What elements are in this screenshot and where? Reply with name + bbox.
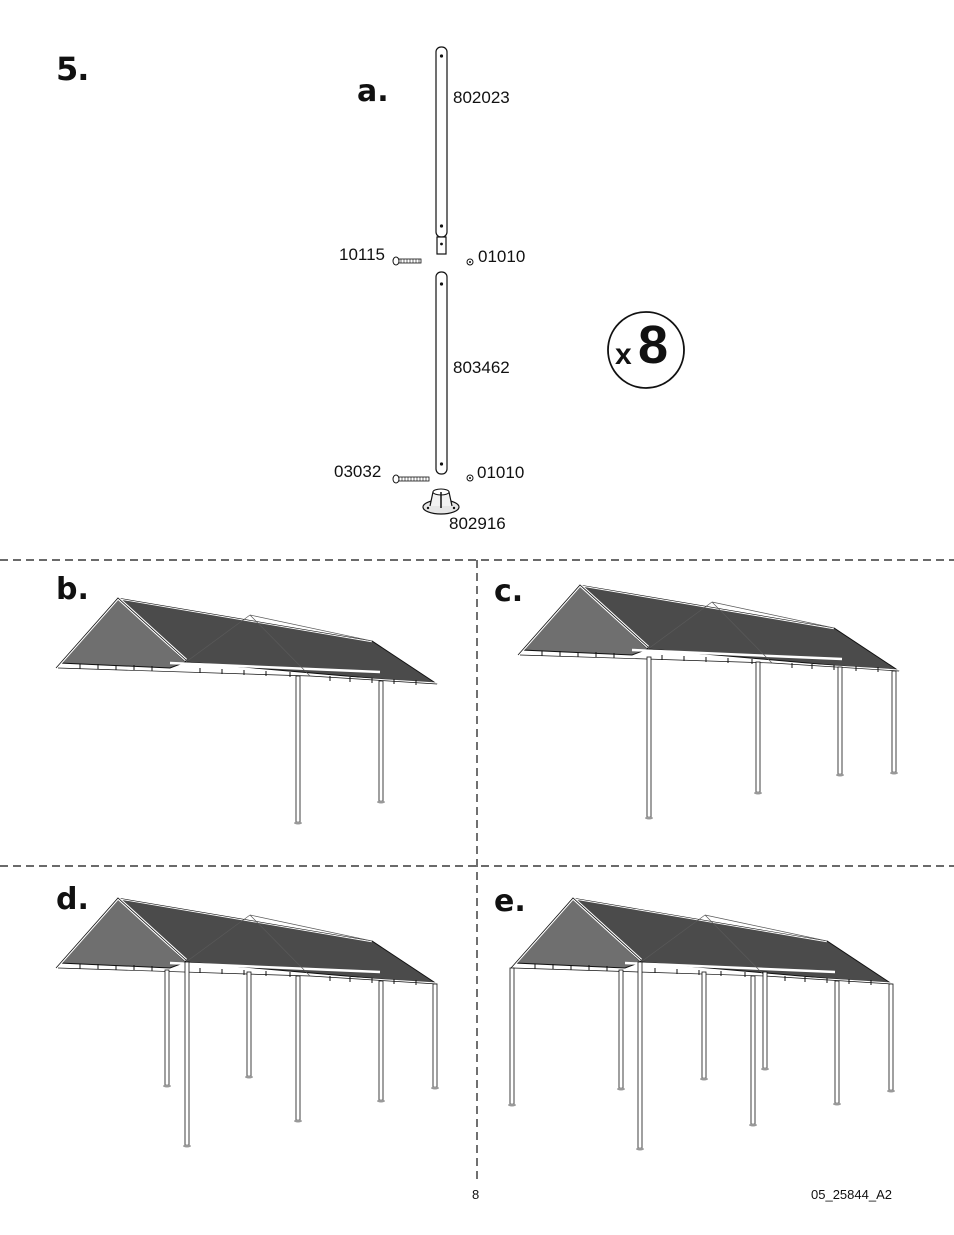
lower-pole-drawing [435, 271, 448, 475]
part-label-nut-lower: 01010 [477, 463, 525, 482]
bolt-upper-drawing [392, 256, 422, 266]
quantity-prefix: x [615, 338, 632, 371]
panel-b-illustration [54, 596, 439, 825]
part-label-bolt-upper: 10115 [339, 245, 386, 264]
panel-e-illustration [508, 896, 895, 1151]
part-label-nut-upper: 01010 [478, 247, 526, 266]
document-code: 05_25844_A2 [811, 1187, 892, 1202]
upper-pole-drawing [435, 46, 448, 255]
part-label-foot-plate: 802916 [449, 514, 506, 533]
panel-d-illustration [54, 896, 439, 1148]
panel-c-illustration [516, 583, 901, 820]
step-number: 5. [56, 50, 89, 88]
sub-step-c-label: c. [494, 574, 524, 609]
nut-upper-drawing [466, 258, 474, 266]
quantity-value: 8 [638, 315, 669, 375]
sub-step-b-label: b. [56, 572, 89, 607]
page-number: 8 [472, 1187, 480, 1202]
sub-step-d-label: d. [56, 882, 89, 917]
foot-plate-drawing [422, 488, 460, 515]
part-label-bolt-lower: 03032 [334, 462, 382, 481]
sub-step-a-label: a. [357, 74, 389, 109]
part-label-lower-pole: 803462 [453, 358, 510, 377]
part-label-upper-pole: 802023 [453, 88, 510, 107]
bolt-lower-drawing [392, 474, 430, 484]
sub-step-e-label: e. [494, 884, 526, 919]
quantity-circle [607, 311, 685, 389]
nut-lower-drawing [466, 474, 474, 482]
